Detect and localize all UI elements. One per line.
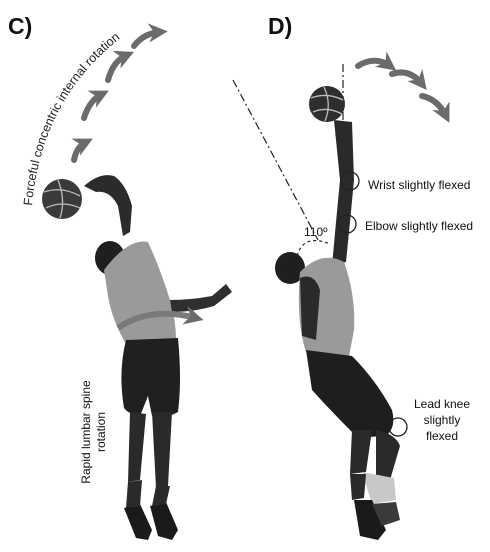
knee-label-line3: flexed [426,429,458,443]
motion-arrow-icon [74,32,160,160]
elbow-label: Elbow slightly flexed [365,219,473,233]
wrist-label: Wrist slightly flexed [368,178,470,192]
motion-arrow-icon [358,61,446,116]
ball-icon [42,179,82,219]
knee-label-line1: Lead knee [414,397,470,411]
panel-c-letter: C) [8,13,32,39]
spine-rotation-label-line1: Rapid lumbar spine [79,380,93,484]
player-c-figure [84,175,232,540]
knee-label-line2: slightly [424,413,461,427]
panel-d: D) 110º [233,13,473,540]
ball-icon [309,86,345,122]
spine-rotation-label-line2: rotation [94,412,108,452]
panel-d-letter: D) [268,13,292,39]
panel-c: C) Forceful concentric internal rotation [8,13,232,540]
angle-label: 110º [304,225,328,239]
reference-line-diagonal [233,80,318,240]
